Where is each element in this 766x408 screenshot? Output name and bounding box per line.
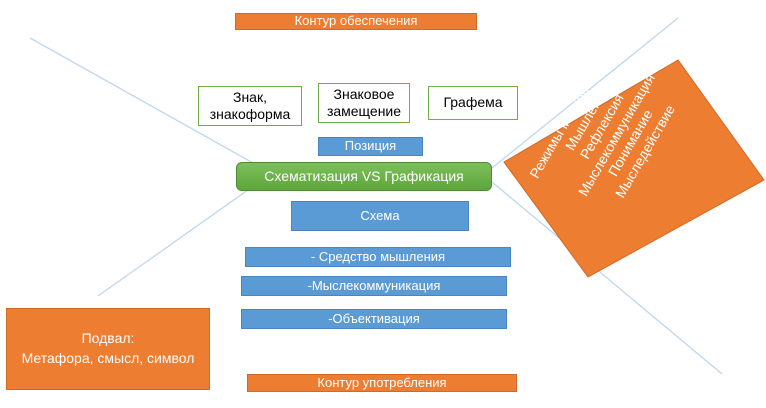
line-bottom-left <box>97 179 263 297</box>
supply-contour-box: Контур обеспечения <box>235 13 477 30</box>
function-box-communication: -Мыслекоммуникация <box>241 276 507 296</box>
central-box: Схематизация VS Графикация <box>236 162 492 191</box>
basement-items: Метафора, смысл, символ <box>21 350 195 366</box>
concept-label-sign: Знак, знакоформа <box>209 88 291 123</box>
function-label-objectification: -Объективация <box>328 310 420 326</box>
concept-label-substitution: Знаковое замещение <box>326 85 402 120</box>
usage-contour-box: Контур употребления <box>247 374 517 392</box>
function-box-thinking-tool: - Средство мышления <box>245 247 511 267</box>
concept-box-substitution: Знаковое замещение <box>318 83 410 123</box>
function-label-thinking-tool: - Средство мышления <box>310 248 446 264</box>
line-top-left <box>29 37 263 169</box>
concept-label-grapheme: Графема <box>443 94 503 111</box>
line-bottom-right <box>491 181 723 375</box>
basement-title: Подвал: <box>81 330 135 347</box>
supply-contour-label: Контур обеспечения <box>294 13 418 29</box>
position-box: Позиция <box>318 137 423 156</box>
concept-box-sign: Знак, знакоформа <box>198 86 302 126</box>
concept-box-grapheme: Графема <box>428 86 518 120</box>
position-label: Позиция <box>344 138 397 154</box>
function-label-communication: -Мыслекоммуникация <box>307 277 441 293</box>
usage-contour-label: Контур употребления <box>317 374 447 390</box>
basement-box: Подвал: Метафора, смысл, символ <box>6 308 210 390</box>
scheme-box: Схема <box>291 201 469 231</box>
central-label: Схематизация VS Графикация <box>264 168 464 185</box>
function-box-objectification: -Объективация <box>241 309 507 329</box>
line-top-right <box>491 17 679 169</box>
scheme-label: Схема <box>360 207 400 223</box>
